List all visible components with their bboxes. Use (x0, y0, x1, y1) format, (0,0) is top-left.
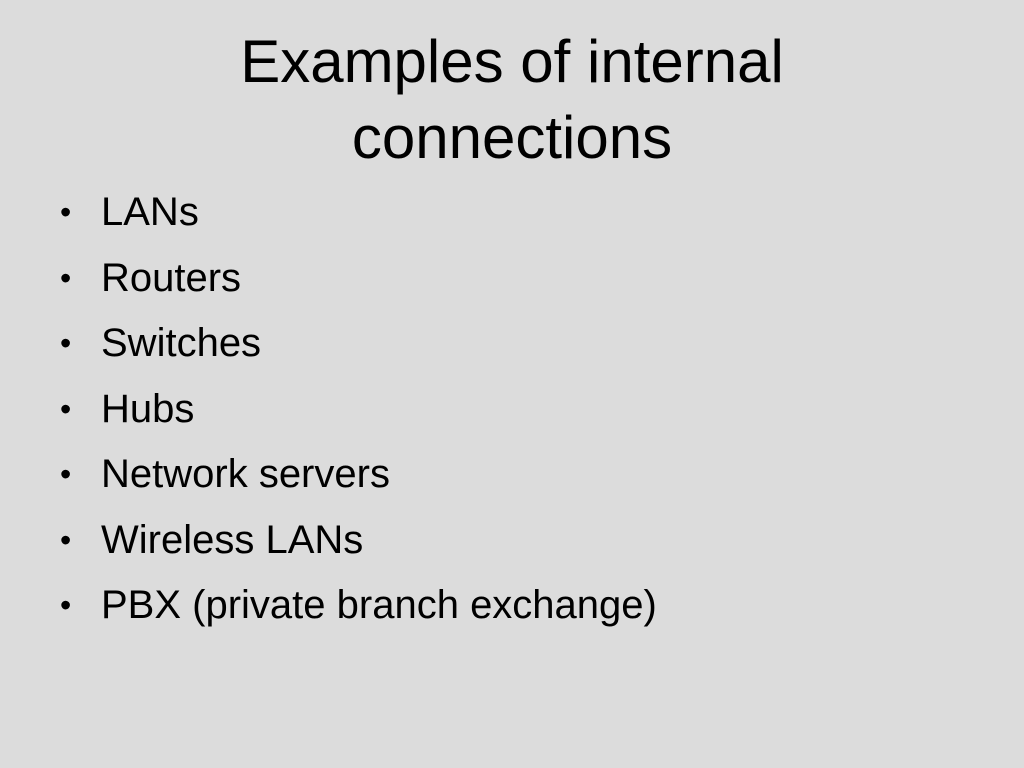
bullet-item-routers: • Routers (60, 246, 657, 312)
bullet-text: Wireless LANs (101, 517, 364, 562)
bullet-item-lans: • LANs (60, 180, 657, 246)
bullet-text: PBX (private branch exchange) (101, 583, 657, 627)
bullet-text: Network servers (101, 452, 390, 496)
slide-title-line-2: connections (351, 104, 673, 171)
bullet-item-pbx: • PBX (private branch exchange) (60, 573, 657, 639)
bullet-dot-icon: • (60, 259, 72, 296)
bullet-dot-icon: • (60, 587, 72, 623)
bullet-dot-icon: • (60, 325, 72, 361)
bullet-text: Hubs (101, 386, 195, 431)
bullet-text: Routers (101, 255, 242, 300)
bullet-dot-icon: • (60, 390, 72, 427)
bullet-item-hubs: • Hubs (60, 377, 657, 443)
bullet-dot-icon: • (60, 194, 72, 230)
slide-title: Examples of internal connections (0, 24, 1024, 176)
bullet-item-network-servers: • Network servers (60, 442, 657, 508)
bullet-text: Switches (101, 321, 262, 365)
bullet-text: LANs (101, 190, 199, 234)
bullet-dot-icon: • (60, 456, 72, 492)
slide-title-line-1: Examples of internal (240, 28, 784, 95)
bullet-list: • LANs • Routers • Switches • Hubs • Net… (60, 180, 657, 639)
bullet-dot-icon: • (60, 521, 72, 558)
bullet-item-wireless-lans: • Wireless LANs (60, 508, 657, 574)
bullet-item-switches: • Switches (60, 311, 657, 377)
